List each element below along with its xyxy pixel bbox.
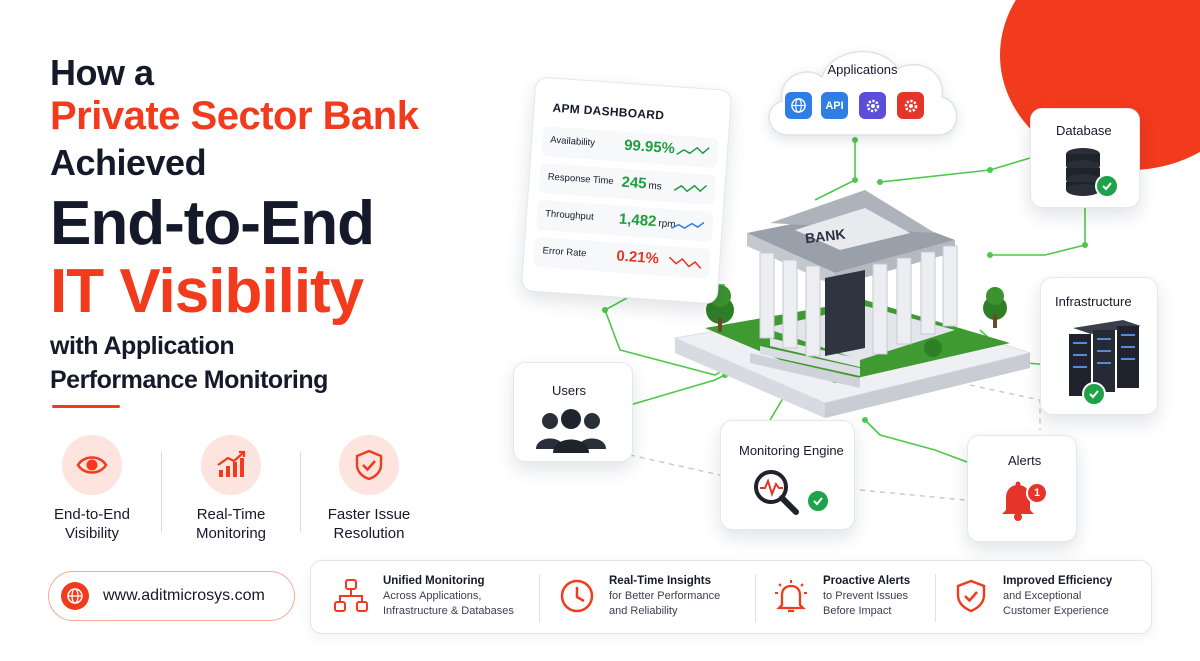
feature-label: Faster Issue [327,506,411,523]
benefit-proactive-alerts: Proactive Alerts to Prevent Issues Befor… [771,574,910,619]
trend-sparkline-icon [673,184,708,193]
shield-check-icon [951,574,991,618]
growth-chart-icon [201,435,261,495]
benefit-title: Real-Time Insights [609,575,712,587]
metric-value: 99.95% [623,136,676,158]
benefit-text: and Reliability [609,605,678,617]
metric-label: Throughput [544,208,595,223]
applications-title: Applications [827,62,898,77]
metric-label: Error Rate [542,245,587,260]
metric-row-response-time: Response Time 245ms [538,162,717,206]
gear-icon [897,92,924,119]
globe-icon [785,92,812,119]
benefit-title: Unified Monitoring [383,575,485,587]
benefit-text: Across Applications, [383,590,482,602]
benefit-text: Before Impact [823,605,892,617]
benefit-title: Proactive Alerts [823,575,911,587]
gear-icon [859,92,886,119]
apm-dashboard-card: APM DASHBOARD Availability 99.95% Respon… [520,76,733,305]
network-nodes-icon [331,574,371,618]
check-icon [1095,174,1119,198]
metric-row-error-rate: Error Rate 0.21% [533,236,712,279]
feature-end-to-end-visibility: End-to-End Visibility [32,435,152,543]
users-group-icon [536,409,606,453]
infrastructure-card: Infrastructure [1040,277,1158,415]
benefit-unified-monitoring: Unified Monitoring Across Applications, … [331,574,514,619]
shield-check-icon [339,435,399,495]
monitoring-engine-title: Monitoring Engine [739,443,844,458]
server-rack-icon [1069,320,1141,396]
clock-icon [557,574,597,618]
trend-sparkline-icon [671,221,705,230]
benefit-real-time-insights: Real-Time Insights for Better Performanc… [557,574,720,619]
headline-line-7: Performance Monitoring [50,366,328,394]
metric-label: Response Time [547,171,614,188]
website-link[interactable]: www.aditmicrosys.com [48,571,295,621]
users-title: Users [552,383,586,398]
feature-label: Visibility [65,525,119,542]
api-icon: API [821,92,848,119]
headline-divider [52,405,120,408]
benefit-divider [755,574,756,622]
metric-value: 1,482rpm [618,210,676,231]
metric-label: Availability [549,134,596,149]
check-icon [1082,382,1106,406]
metric-unit: ms [648,180,663,193]
apm-dashboard-title: APM DASHBOARD [552,100,665,123]
eye-icon [62,435,122,495]
applications-cloud: Applications API [760,35,965,150]
benefit-text: Infrastructure & Databases [383,605,514,617]
benefit-text: to Prevent Issues [823,590,908,602]
benefit-improved-efficiency: Improved Efficiency and Exceptional Cust… [951,574,1112,619]
alert-count-badge: 1 [1026,482,1048,504]
feature-faster-issue-resolution: Faster Issue Resolution [309,435,429,543]
magnifier-pulse-icon [754,470,799,515]
website-url: www.aditmicrosys.com [103,587,265,604]
infrastructure-title: Infrastructure [1055,294,1132,309]
headline-line-1: How a [50,52,154,93]
feature-divider [161,452,162,532]
feature-real-time-monitoring: Real-Time Monitoring [171,435,291,543]
check-icon [806,489,830,513]
headline-line-5: IT Visibility [50,257,364,326]
benefit-text: Customer Experience [1003,605,1109,617]
benefit-title: Improved Efficiency [1003,575,1113,587]
bank-building [673,190,1032,418]
feature-divider [300,452,301,532]
benefit-text: for Better Performance [609,590,721,602]
metric-value: 245ms [620,173,663,193]
database-title: Database [1056,123,1112,138]
headline-line-3: Achieved [50,142,207,183]
feature-label: Real-Time [196,506,266,523]
users-card: Users [513,362,633,462]
globe-icon [61,582,89,610]
benefit-divider [935,574,936,622]
metric-row-availability: Availability 99.95% [541,126,719,169]
headline-line-4: End-to-End [50,189,375,258]
alerts-card: Alerts 1 [967,435,1077,542]
trend-up-sparkline-icon [676,146,710,156]
monitoring-engine-card: Monitoring Engine [720,420,855,530]
feature-label: Resolution [333,525,405,542]
metric-value: 0.21% [615,247,660,268]
headline-line-2: Private Sector Bank [50,94,419,138]
feature-label: End-to-End [54,506,130,523]
metric-row-throughput: Throughput 1,482rpm [536,199,714,243]
alerts-title: Alerts [1008,453,1042,468]
database-card: Database [1030,108,1140,208]
database-icon [1066,148,1100,196]
benefit-divider [539,574,540,622]
headline-line-6: with Application [50,332,235,360]
benefit-text: and Exceptional [1003,590,1082,602]
benefits-bar: Unified Monitoring Across Applications, … [310,560,1152,634]
alarm-bell-icon [771,574,811,618]
feature-label: Monitoring [195,525,267,542]
trend-down-sparkline-icon [668,256,702,269]
